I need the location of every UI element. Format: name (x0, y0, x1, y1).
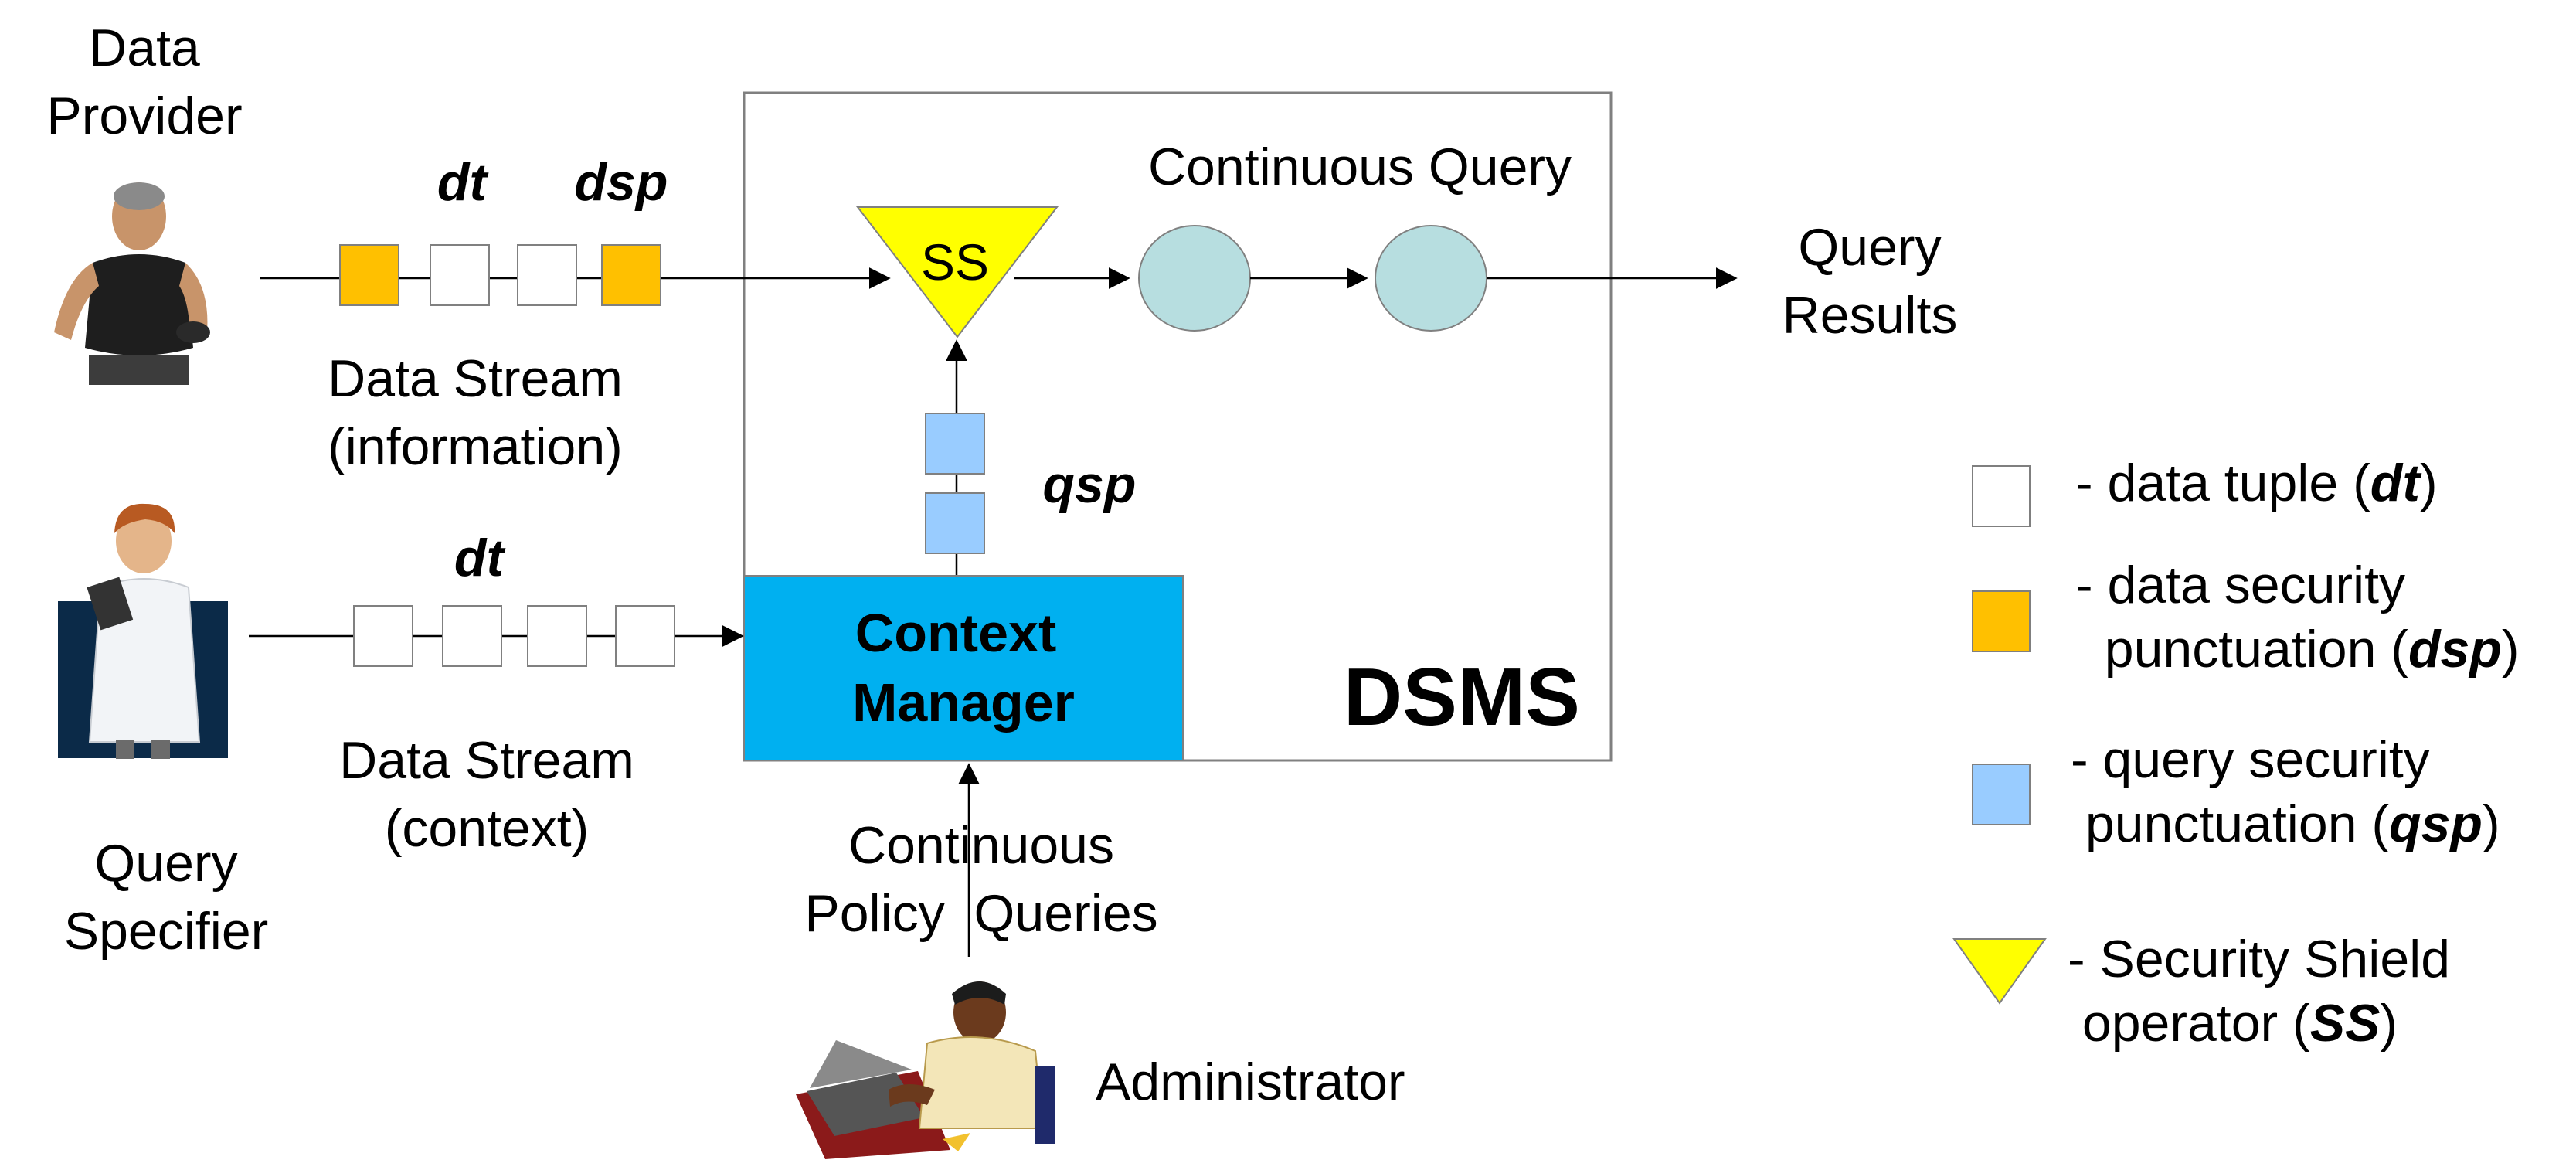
data-stream-context-label: Data Stream (context) (309, 726, 664, 863)
data-tuple-box (430, 244, 490, 306)
data-stream-context-line2: (context) (384, 799, 590, 859)
legend-swatch-qsp (1972, 764, 2031, 825)
data-provider-line2: Provider (46, 87, 243, 146)
data-stream-info-label: Data Stream (information) (294, 345, 657, 481)
query-results-label: Query Results (1738, 213, 2001, 350)
dsms-label: DSMS (1344, 651, 1580, 743)
query-operator (1375, 225, 1487, 332)
legend-swatch-dsp (1972, 590, 2031, 652)
dt-top-label: dt (437, 153, 488, 212)
legend-item-data-tuple: - data tuple (dt) (2075, 454, 2438, 512)
legend-swatch-ss (1952, 938, 2047, 1005)
dt-bottom-label: dt (454, 529, 505, 587)
continuous-policy-queries-label: Continuous Policy Queries (796, 811, 1167, 948)
dsp-box (339, 244, 399, 306)
data-stream-info-line1: Data Stream (328, 349, 623, 408)
dsp-top-label: dsp (574, 153, 668, 212)
query-specifier-line1: Query (94, 834, 238, 893)
data-stream-info-line2: (information) (328, 417, 623, 477)
query-results-line2: Results (1782, 286, 1958, 345)
query-operator (1138, 225, 1251, 332)
continuous-query-label: Continuous Query (1147, 138, 1572, 196)
legend-swatch-data-tuple (1972, 465, 2031, 527)
administrator-label: Administrator (1096, 1053, 1405, 1111)
data-stream-context-line1: Data Stream (339, 731, 634, 790)
query-results-line1: Query (1798, 218, 1942, 277)
continuous-policy-queries-line1: Continuous (848, 816, 1115, 875)
data-provider-label: Data Provider (40, 14, 249, 151)
continuous-policy-queries-line2: Policy Queries (804, 884, 1158, 944)
query-specifier-figure (58, 503, 228, 759)
qsp-box (925, 413, 985, 475)
dsp-box (601, 244, 661, 306)
context-manager (743, 575, 1184, 761)
data-tuple-box (517, 244, 577, 306)
ss-label: SS (921, 233, 989, 291)
query-specifier-line2: Specifier (63, 902, 269, 961)
data-provider-line1: Data (89, 19, 200, 77)
data-tuple-box (615, 605, 675, 667)
data-provider-figure (54, 182, 210, 385)
data-tuple-box (353, 605, 413, 667)
context-manager-line2: Manager (852, 672, 1075, 733)
qsp-label: qsp (1042, 455, 1137, 514)
security-shield-operator (855, 206, 1059, 338)
legend-item-dsp: - data security punctuation (dsp) (2075, 556, 2520, 679)
query-specifier-label: Query Specifier (54, 829, 278, 966)
legend-item-ss: - Security Shield operator (SS) (2068, 930, 2451, 1053)
qsp-box (925, 492, 985, 554)
data-tuple-box (442, 605, 502, 667)
data-tuple-box (527, 605, 587, 667)
context-manager-line1: Context (855, 603, 1057, 663)
legend-item-qsp: - query security punctuation (qsp) (2071, 730, 2500, 853)
administrator-figure (796, 981, 1055, 1159)
